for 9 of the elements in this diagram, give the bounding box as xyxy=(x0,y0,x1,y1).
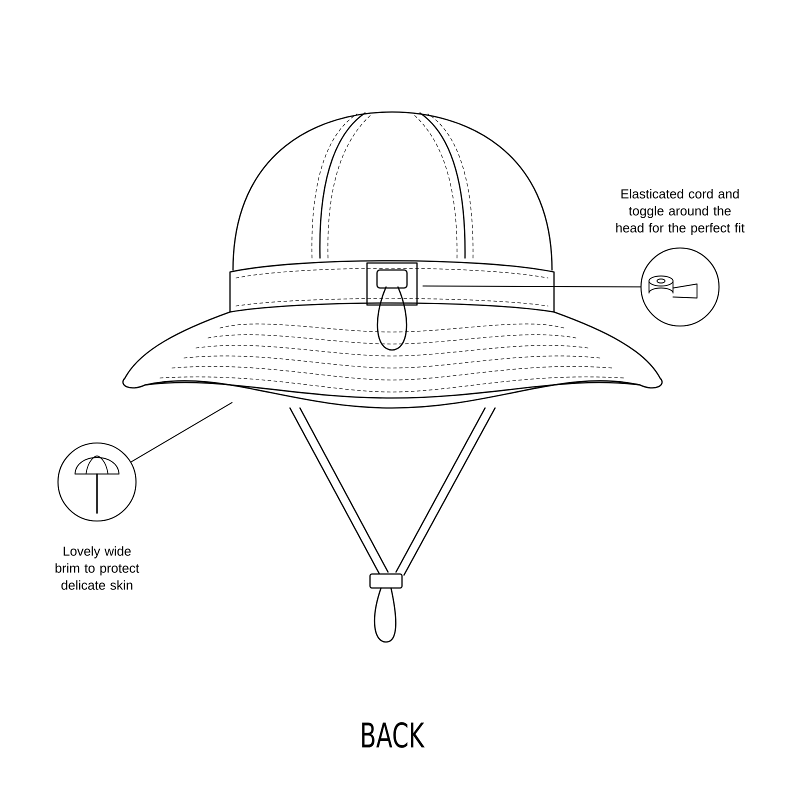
callout-text: Lovely wide brim to protect delicate skin xyxy=(56,546,140,590)
icon-circle xyxy=(57,442,137,522)
title: BACK xyxy=(362,722,425,748)
leader-line xyxy=(130,402,232,462)
hat-brim xyxy=(122,311,663,409)
hat-band xyxy=(229,260,555,313)
icon-circle xyxy=(640,247,720,327)
leader-line xyxy=(422,286,641,288)
callout-text: Elasticated cord and toggle around the head for the perfect fit xyxy=(616,188,745,236)
